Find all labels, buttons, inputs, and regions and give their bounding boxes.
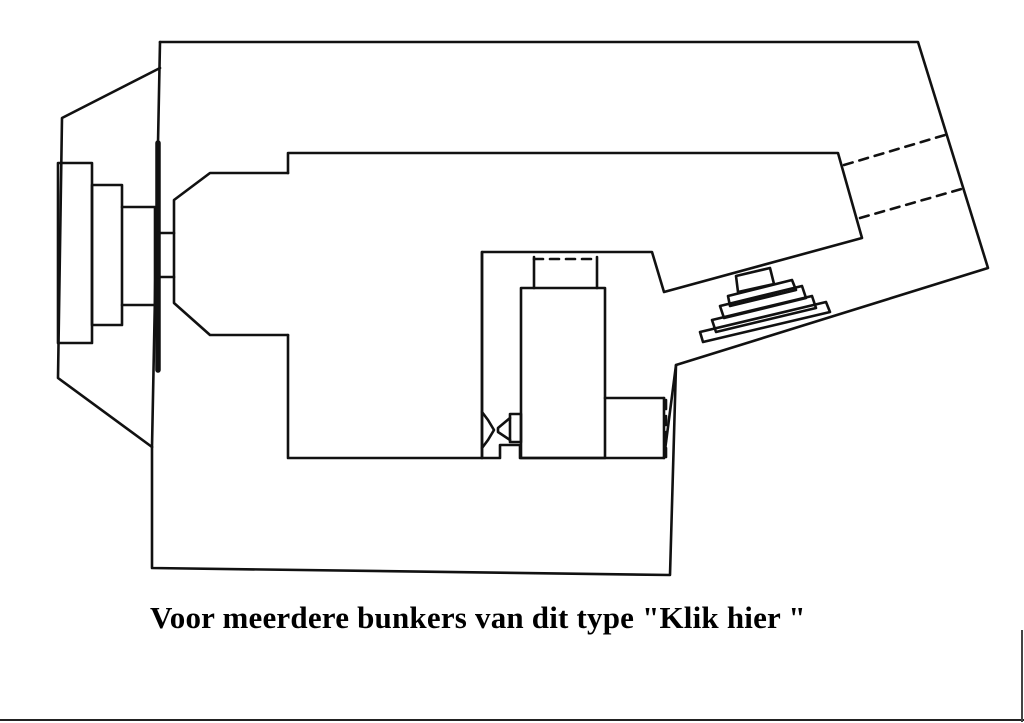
gun-mount-base: [698, 300, 832, 344]
gun-mount-step-3: [718, 284, 808, 320]
throat-upper: [172, 171, 290, 235]
main-room-wall: [286, 151, 864, 460]
frame-bottom-edge: [0, 719, 1024, 721]
outer-shell-wall: [150, 40, 990, 577]
inner-chamber-wall: [480, 250, 666, 460]
embrasure-line-upper: [842, 133, 947, 167]
gun-mount-top: [734, 266, 776, 294]
entrance-step-middle: [90, 183, 124, 327]
mechanism-spring: [480, 410, 496, 450]
entrance-step-inner: [120, 205, 157, 307]
lower-shell-wall: [662, 363, 678, 460]
frame-right-edge: [1021, 630, 1023, 722]
mechanism-arm: [496, 416, 512, 442]
central-block: [519, 286, 607, 460]
mechanism-box: [508, 412, 523, 444]
embrasure-line-lower: [858, 186, 967, 220]
entrance-step-outer: [56, 161, 94, 345]
gun-mount-step-4: [726, 278, 798, 308]
more-bunkers-link[interactable]: Voor meerdere bunkers van dit type "Klik…: [150, 600, 806, 635]
door-frame: [156, 231, 176, 279]
throat-lower: [172, 275, 290, 337]
entrance-wing: [56, 66, 162, 449]
gun-mount-step-2: [710, 294, 818, 334]
